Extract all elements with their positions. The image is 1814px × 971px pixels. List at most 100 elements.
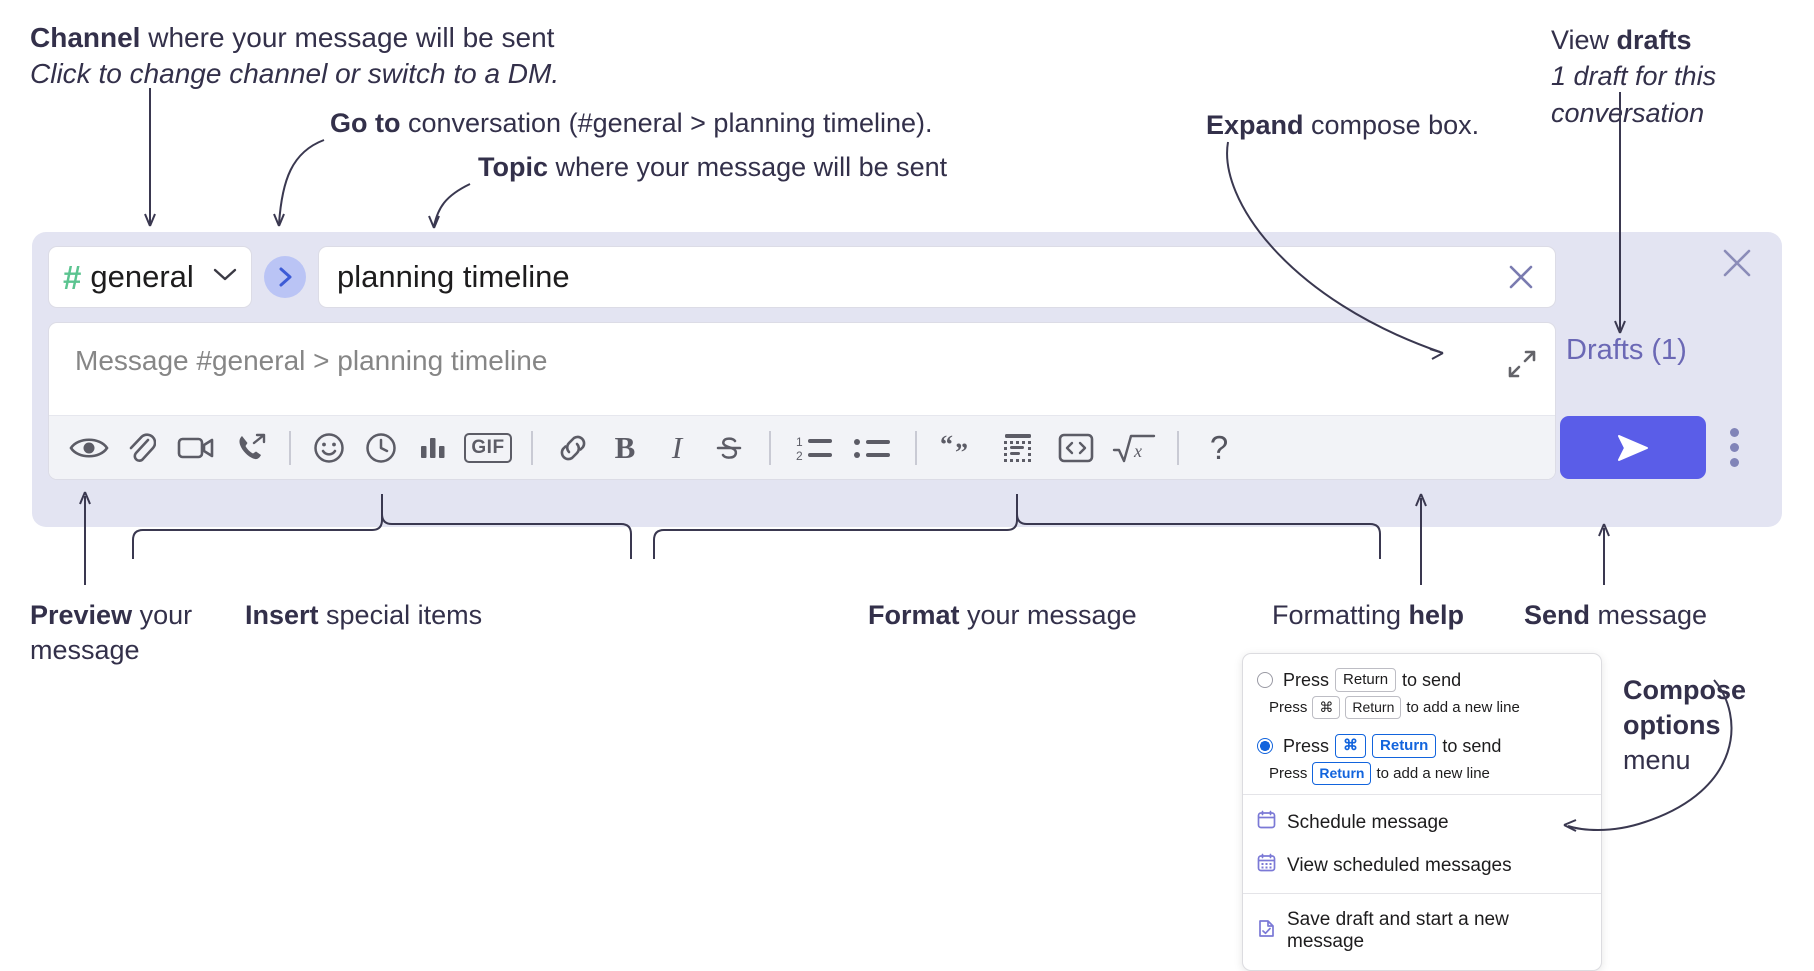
annotation-preview: Preview your message (30, 598, 250, 668)
strikethrough-icon[interactable] (703, 422, 755, 474)
italic-label: I (671, 430, 683, 465)
message-composer: Message #general > planning timeline (48, 322, 1556, 480)
annotation-topic: Topic where your message will be sent (478, 150, 947, 185)
annotation-send-bold: Send (1524, 600, 1591, 630)
math-icon[interactable]: x (1105, 422, 1163, 474)
annotation-compose-bold: Compose options (1623, 675, 1747, 741)
radio-selected[interactable] (1257, 738, 1273, 755)
option-cmd-return-sub: Press Return to add a new line (1269, 762, 1601, 786)
link-icon[interactable] (547, 422, 599, 474)
toolbar-divider (915, 430, 917, 465)
annotation-goto-bold: Go to (330, 108, 401, 138)
topic-input-wrapper[interactable]: planning timeline (318, 246, 1556, 308)
poll-icon[interactable] (407, 422, 459, 474)
italic-icon[interactable]: I (651, 422, 703, 474)
drafts-link[interactable]: Drafts (1) (1566, 334, 1687, 366)
annotation-preview-bold: Preview (30, 600, 133, 630)
video-clip-icon[interactable] (167, 422, 225, 474)
annotation-channel-bold: Channel (30, 22, 141, 53)
send-button[interactable] (1560, 416, 1706, 479)
annotation-drafts: View drafts 1 draft for this conversatio… (1551, 22, 1801, 131)
attachment-icon[interactable] (115, 422, 167, 474)
message-input-area[interactable]: Message #general > planning timeline (49, 323, 1555, 415)
annotation-compose-rest: menu (1623, 745, 1691, 776)
calendar-view-icon (1257, 853, 1276, 878)
close-icon[interactable] (1499, 255, 1543, 299)
close-icon[interactable] (1720, 246, 1754, 285)
hash-icon: # (63, 258, 82, 296)
annotation-expand: Expand compose box. (1206, 108, 1479, 143)
annotation-help-plain: Formatting (1272, 600, 1409, 630)
annotation-channel: Channel where your message will be sent … (30, 20, 559, 93)
annotation-compose-options: Compose options menu (1623, 673, 1793, 778)
topic-input[interactable]: planning timeline (337, 259, 570, 294)
opt1-suffix: to send (1402, 669, 1462, 690)
ordered-list-icon[interactable]: 1 2 (785, 422, 843, 474)
option-return-to-send[interactable]: Press Return to send (1243, 665, 1601, 693)
dot (1730, 458, 1739, 467)
menu-item-save-draft[interactable]: Save draft and start a new message (1243, 900, 1601, 962)
compose-main-column: # general planning timeline Message #gen… (48, 246, 1556, 480)
opt2-prefix: Press (1283, 735, 1330, 756)
emoji-icon[interactable] (303, 422, 355, 474)
channel-selector[interactable]: # general (48, 246, 252, 308)
annotation-formatting-help: Formatting help (1272, 598, 1464, 633)
toolbar-divider (1177, 430, 1179, 465)
opt2-sub-prefix: Press (1269, 765, 1308, 783)
svg-text:2: 2 (796, 449, 803, 463)
annotation-send: Send message (1524, 598, 1707, 633)
annotation-send-rest: message (1590, 600, 1708, 630)
annotation-help-bold: help (1408, 600, 1465, 630)
menu-item-label: Save draft and start a new message (1287, 909, 1509, 953)
preview-icon[interactable] (63, 422, 115, 474)
clock-icon[interactable] (355, 422, 407, 474)
goto-conversation-button[interactable] (264, 256, 306, 298)
svg-text:1: 1 (796, 435, 803, 449)
menu-item-label: Schedule message (1287, 811, 1449, 833)
code-block-icon[interactable] (989, 422, 1047, 474)
annotation-drafts-italic: 1 draft for this conversation (1551, 61, 1717, 128)
option-cmd-return-to-send[interactable]: Press ⌘ Return to send (1243, 731, 1601, 759)
blockquote-icon[interactable]: “ ” (931, 422, 989, 474)
help-icon[interactable]: ? (1193, 422, 1245, 474)
code-icon[interactable] (1047, 422, 1105, 474)
annotation-goto-rest: conversation (#general > planning timeli… (400, 108, 933, 138)
annotation-expand-bold: Expand (1206, 110, 1304, 140)
toolbar-divider (289, 430, 291, 465)
gif-icon[interactable]: GIF (459, 422, 517, 474)
audio-clip-icon[interactable] (225, 422, 277, 474)
menu-divider (1243, 893, 1601, 895)
compose-options-menu: Press Return to send Press ⌘ Return to a… (1242, 653, 1602, 971)
menu-item-schedule-message[interactable]: Schedule message (1243, 801, 1601, 844)
key-return: Return (1345, 696, 1402, 720)
opt1-sub-prefix: Press (1269, 699, 1308, 717)
menu-item-label: View scheduled messages (1287, 854, 1512, 876)
menu-item-view-scheduled-messages[interactable]: View scheduled messages (1243, 844, 1601, 887)
option-return-sub: Press ⌘ Return to add a new line (1269, 696, 1601, 720)
expand-icon[interactable] (1507, 349, 1537, 384)
key-command: ⌘ (1335, 734, 1367, 759)
annotation-expand-rest: compose box. (1303, 110, 1480, 140)
bulleted-list-icon[interactable] (843, 422, 901, 474)
opt1-sub-suffix: to add a new line (1406, 699, 1520, 717)
compose-header-row: # general planning timeline (48, 246, 1556, 308)
annotation-drafts-plain: View (1551, 25, 1617, 55)
svg-text:“: “ (940, 433, 953, 459)
opt1-prefix: Press (1283, 669, 1330, 690)
svg-text:”: ” (955, 438, 968, 463)
toolbar-divider (769, 430, 771, 465)
annotation-topic-bold: Topic (478, 152, 548, 182)
compose-options-button[interactable] (1726, 424, 1743, 471)
svg-text:x: x (1133, 441, 1142, 461)
dot (1730, 443, 1739, 452)
annotation-format: Format your message (868, 598, 1137, 633)
key-command: ⌘ (1312, 696, 1341, 720)
bold-label: B (614, 430, 636, 465)
bold-icon[interactable]: B (599, 422, 651, 474)
opt2-suffix: to send (1442, 735, 1502, 756)
send-row (1560, 416, 1743, 479)
formatting-toolbar: GIF B I (49, 415, 1555, 479)
key-return: Return (1372, 734, 1437, 759)
radio-unselected[interactable] (1257, 672, 1273, 688)
annotation-channel-rest: where your message will be sent (140, 22, 555, 53)
